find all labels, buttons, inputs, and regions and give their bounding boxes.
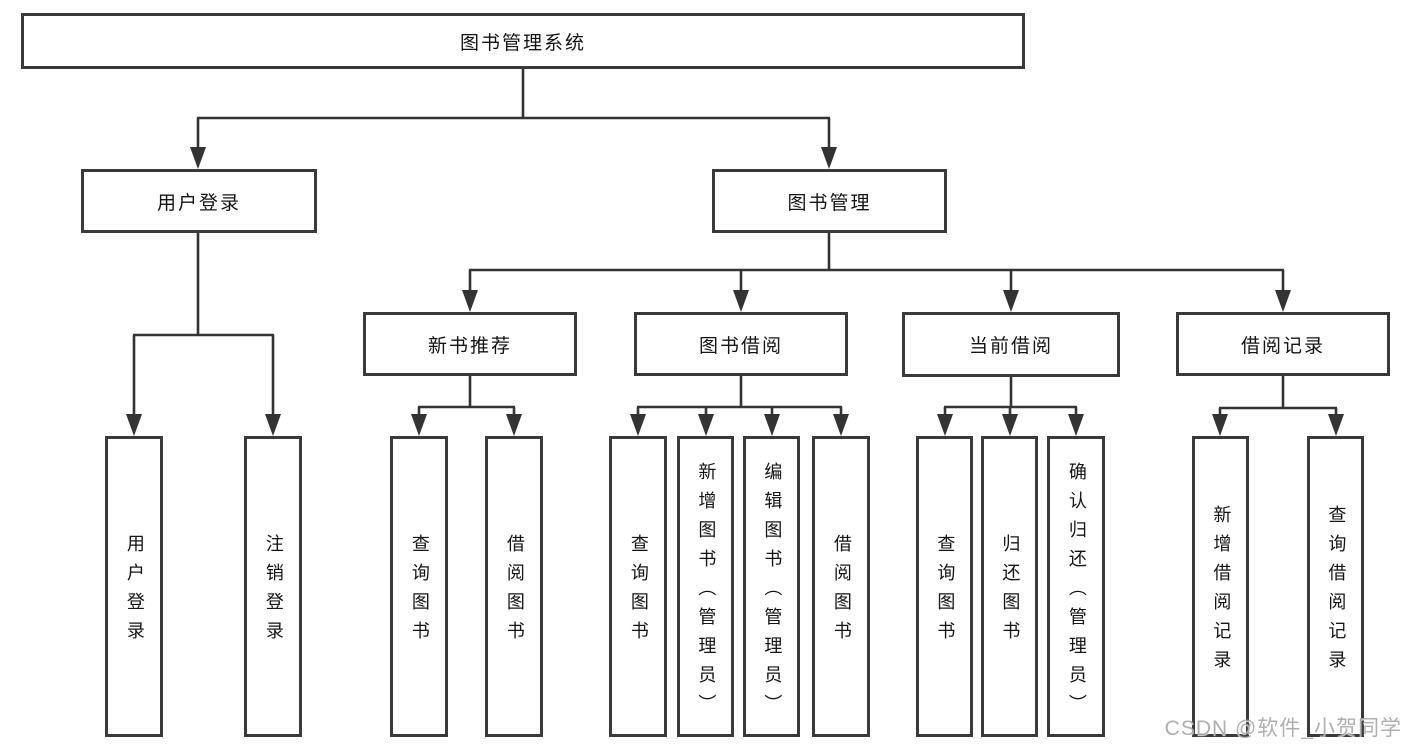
connector-book-borrow-children [630,376,849,436]
leaf-add-borrow-record: 新增借阅记录 [1192,436,1249,737]
leaf-add-borrow-record-label: 新增借阅记录 [1211,505,1232,679]
leaf-query-books-borrow: 查询图书 [609,436,667,737]
watermark: CSDN @软件_小贺同学 [1164,717,1402,740]
leaf-query-borrow-record: 查询借阅记录 [1307,436,1364,737]
leaf-query-books-recommend: 查询图书 [390,436,448,737]
node-new-book-recommend: 新书推荐 [363,312,577,376]
leaf-logout: 注销登录 [244,436,302,737]
leaf-confirm-return-admin: 确认归还（管理员） [1047,436,1105,737]
node-current-borrow: 当前借阅 [902,312,1120,377]
connector-new-book-children [411,376,522,436]
leaf-query-books-borrow-label: 查询图书 [628,534,649,650]
node-user-login: 用户登录 [81,169,317,233]
connector-book-management-children [462,233,1291,312]
leaf-edit-books-admin-label: 编辑图书（管理员） [762,461,783,723]
leaf-add-books-admin: 新增图书（管理员） [677,436,734,737]
node-borrow-records-label: 借阅记录 [1240,335,1325,357]
leaf-borrow-books: 借阅图书 [812,436,870,737]
leaf-confirm-return-admin-label: 确认归还（管理员） [1066,461,1087,723]
connector-borrow-record-children [1212,376,1344,436]
leaf-borrow-books-label: 借阅图书 [831,534,852,650]
node-borrow-records: 借阅记录 [1176,312,1390,376]
leaf-query-books-current: 查询图书 [916,436,973,737]
node-root-label: 图书管理系统 [459,32,586,54]
leaf-user-login: 用户登录 [105,436,163,737]
leaf-query-books-current-label: 查询图书 [935,534,956,650]
leaf-logout-label: 注销登录 [263,534,284,650]
node-book-borrow-label: 图书借阅 [698,335,783,357]
node-user-login-label: 用户登录 [156,192,241,214]
connector-root-to-level2 [190,69,837,169]
leaf-return-books-label: 归还图书 [1000,534,1021,650]
leaf-borrow-books-recommend-label: 借阅图书 [504,534,525,650]
leaf-add-books-admin-label: 新增图书（管理员） [696,461,717,723]
node-current-borrow-label: 当前借阅 [968,336,1053,357]
node-book-management: 图书管理 [712,169,947,233]
leaf-borrow-books-recommend: 借阅图书 [485,436,543,737]
node-new-book-recommend-label: 新书推荐 [427,335,512,357]
connector-user-login-children [126,233,281,436]
leaf-query-borrow-record-label: 查询借阅记录 [1326,505,1347,679]
node-book-management-label: 图书管理 [787,192,872,214]
leaf-user-login-label: 用户登录 [124,534,145,650]
node-book-borrow: 图书借阅 [634,312,848,376]
node-root: 图书管理系统 [21,13,1025,69]
connector-current-borrow-children [937,376,1084,436]
leaf-edit-books-admin: 编辑图书（管理员） [743,436,800,737]
leaf-return-books: 归还图书 [981,436,1038,737]
leaf-query-books-recommend-label: 查询图书 [409,534,430,650]
